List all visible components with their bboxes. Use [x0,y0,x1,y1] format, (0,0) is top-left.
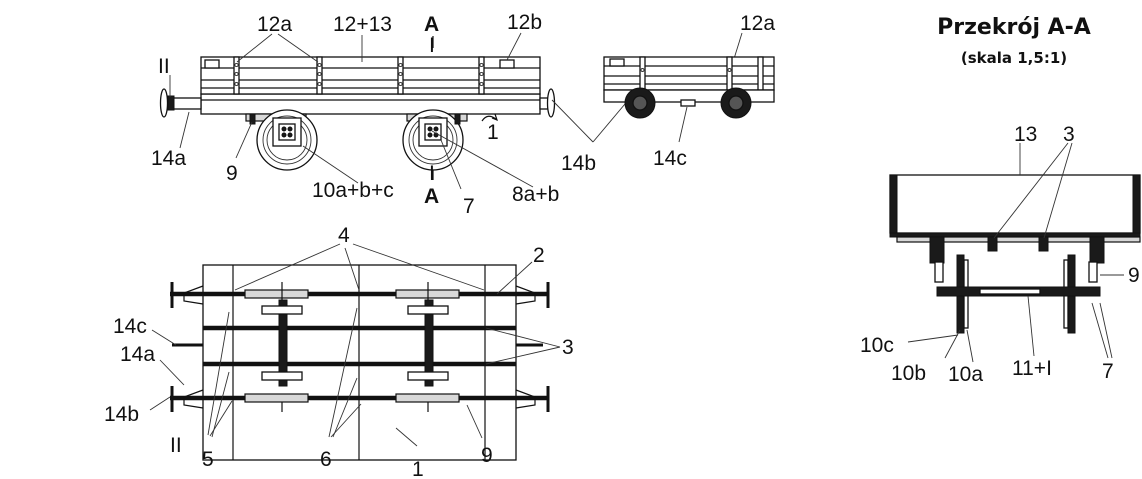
label-4-plan: 4 [338,224,350,247]
side-buffer-head-left [159,88,169,118]
plan-buffers-right [515,282,550,412]
plan-axle-right [407,282,449,412]
label-12a-end: 12a [740,12,775,35]
label-1-plan: 1 [412,458,424,479]
label-14a-side: 14a [151,147,186,170]
label-section-A-bottom: A [424,185,439,208]
label-14c-plan: 14c [113,315,147,338]
label-section-A-top: A [424,13,439,36]
label-12-13: 12+13 [333,13,392,36]
label-2-plan: 2 [533,244,545,267]
side-view [159,32,743,190]
plan-leaders [149,243,561,447]
label-14b-plan: 14b [104,403,139,426]
label-14b-end: 14b [561,152,596,175]
side-buffer-beam-left [171,97,202,110]
label-6-plan: 6 [320,448,332,471]
section-view [889,142,1141,363]
end-view [603,56,775,143]
label-5-plan: 5 [202,448,214,471]
plan-axle-left [261,282,303,412]
label-II-plan: II [170,434,182,457]
label-14c-end: 14c [653,147,687,170]
side-wheelset-right [402,109,468,171]
label-10b: 10b [891,362,926,385]
label-9-section: 9 [1128,264,1140,287]
end-body [603,56,775,91]
label-14a-plan: 14a [120,343,155,366]
label-8ab: 8a+b [512,183,559,206]
label-11-I: 11+I [1012,357,1052,380]
label-12b: 12b [507,11,542,34]
section-title: Przekrój A-A [937,15,1091,40]
label-9-plan: 9 [481,444,493,467]
label-13-section: 13 [1014,123,1037,146]
side-wheelset-left [245,109,318,171]
label-3-plan: 3 [562,336,574,359]
label-1-rotation: 1 [487,121,499,144]
label-section-I-top: I [429,34,435,57]
label-9-side: 9 [226,162,238,185]
side-frame [200,93,541,115]
side-leaders [169,32,743,190]
labels: Przekrój A-A (skala 1,5:1) 12a 12+13 A I… [104,11,1140,479]
plan-buffers-left [170,282,204,412]
section-leaders [907,142,1124,363]
label-II-side: II [158,55,170,78]
label-section-I-bottom: I [429,162,435,185]
label-7-section: 7 [1102,360,1114,383]
label-10a: 10a [948,363,983,386]
label-7-side: 7 [463,195,475,218]
label-10c: 10c [860,334,894,357]
side-stakes [233,56,485,95]
label-10abc: 10a+b+c [312,179,394,202]
plan-view [149,243,561,461]
label-3-section: 3 [1063,123,1075,146]
section-scale: (skala 1,5:1) [961,49,1067,67]
label-12a: 12a [257,13,292,36]
section-body [889,174,1141,234]
